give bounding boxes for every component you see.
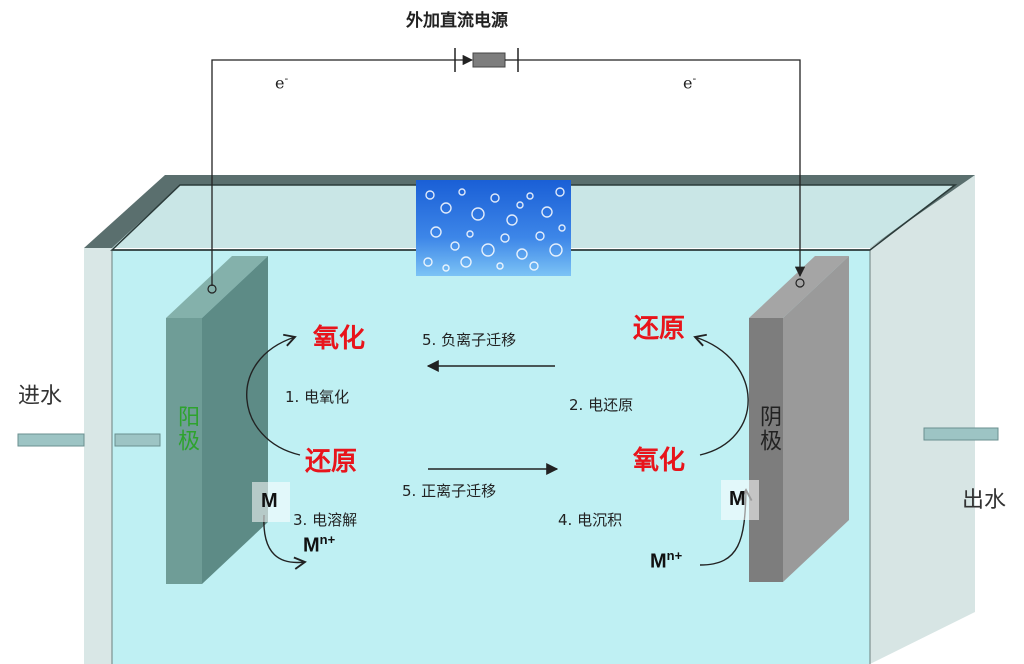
step-electro-reduction: 2. 电还原	[569, 396, 634, 414]
power-supply-icon	[454, 48, 519, 72]
cathode-plate	[749, 256, 849, 582]
anode-dissolution-curve	[263, 514, 307, 570]
anode-reduction-text: 还原	[305, 447, 358, 477]
anode-plate	[166, 256, 268, 584]
anode-metal-ion: Mn+	[303, 532, 336, 557]
step-electro-deposition: 4. 电沉积	[558, 511, 623, 529]
cathode-reduction-curve	[693, 333, 749, 456]
cathode-metal: M	[729, 488, 746, 510]
anode-oxidation-text: 氧化	[313, 324, 366, 354]
cathode-label: 阴极	[756, 405, 781, 453]
electron-label-right: e-	[683, 72, 697, 93]
tank-right-wall	[870, 175, 975, 664]
anode-metal-box	[252, 482, 290, 522]
step-electro-dissolution: 3. 电溶解	[293, 511, 358, 529]
inlet-pipe	[17, 433, 161, 447]
circuit-wire-right	[518, 59, 806, 278]
electron-label-left: e-	[275, 72, 289, 93]
cathode-metal-ion: Mn+	[650, 548, 683, 573]
outlet-pipe	[923, 427, 999, 441]
anode-oxidation-curve	[246, 333, 301, 456]
anion-migration-text: 5. 负离子迁移	[422, 331, 517, 349]
anode-label: 阳极	[174, 405, 199, 453]
anode-metal: M	[261, 490, 278, 512]
step-electro-oxidation: 1. 电氧化	[285, 388, 350, 406]
inlet-label: 进水	[18, 384, 63, 409]
cathode-metal-box	[721, 480, 759, 520]
cation-migration-text: 5. 正离子迁移	[402, 482, 497, 500]
cathode-oxidation-text: 氧化	[633, 446, 686, 476]
outlet-label: 出水	[962, 488, 1007, 513]
bubble-image	[416, 180, 571, 276]
power-supply-label: 外加直流电源	[406, 11, 508, 31]
circuit-wire-left	[211, 59, 455, 286]
cathode-reduction-text: 还原	[633, 314, 686, 344]
tank-left-wall	[84, 248, 112, 664]
bubbles	[423, 187, 566, 272]
